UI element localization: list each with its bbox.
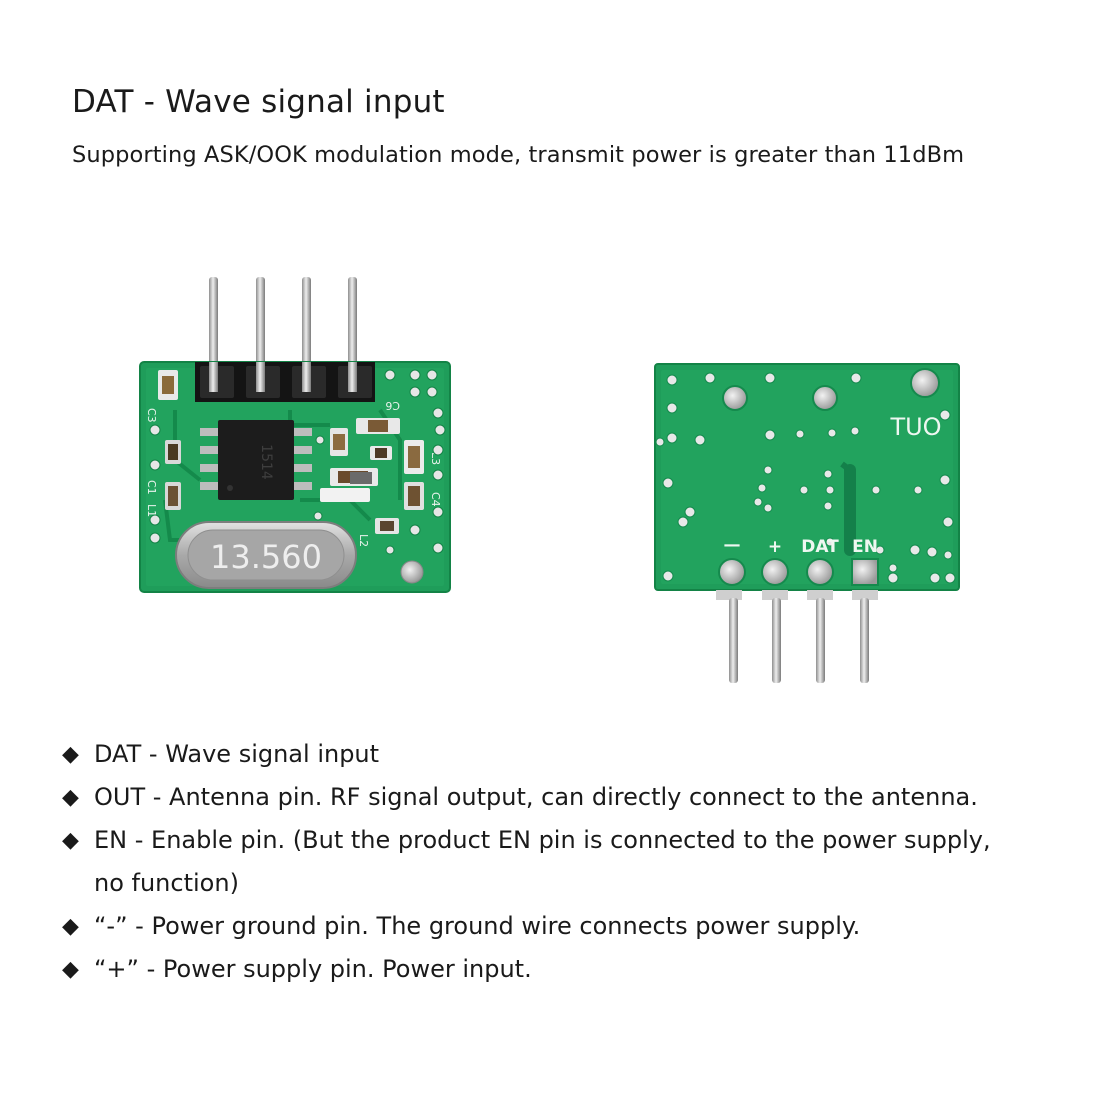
- list-item-text: OUT - Antenna pin. RF signal output, can…: [94, 783, 978, 811]
- list-item-text: DAT - Wave signal input: [94, 740, 380, 768]
- smd-components: [158, 370, 424, 534]
- list-item: ◆ DAT - Wave signal input: [60, 733, 1070, 776]
- pin-label-dat: DAT: [801, 537, 839, 557]
- diamond-bullet-icon: ◆: [62, 914, 79, 939]
- page-title: DAT - Wave signal input: [72, 84, 445, 120]
- silk-c3: C3: [145, 408, 158, 423]
- diamond-bullet-icon: ◆: [62, 785, 79, 810]
- pin-label-plus: +: [768, 537, 782, 557]
- list-item: ◆ “-” - Power ground pin. The ground wir…: [60, 905, 1070, 948]
- silk-l1: L1: [145, 504, 158, 517]
- product-photo: 1514: [139, 277, 960, 683]
- pin-description-list: ◆ DAT - Wave signal input ◆ OUT - Antenn…: [60, 733, 1070, 991]
- silk-c4: C4: [429, 492, 442, 507]
- list-item-text-continued: no function): [94, 869, 239, 897]
- rf-chip: 1514: [200, 420, 312, 500]
- back-header-pins: [716, 590, 878, 683]
- crystal-label: 13.560: [210, 538, 322, 576]
- list-item: ◆ OUT - Antenna pin. RF signal output, c…: [60, 776, 1070, 819]
- silk-l2: L2: [357, 534, 370, 547]
- list-item-text: “-” - Power ground pin. The ground wire …: [94, 912, 861, 940]
- diamond-bullet-icon: ◆: [62, 828, 79, 853]
- silk-c6: C6: [385, 399, 400, 412]
- list-item: ◆ EN - Enable pin. (But the product EN p…: [60, 819, 1070, 905]
- pin-label-en: EN: [852, 537, 878, 557]
- list-item-text: EN - Enable pin. (But the product EN pin…: [94, 826, 991, 854]
- front-header-pins: [209, 277, 357, 382]
- page-subtitle: Supporting ASK/OOK modulation mode, tran…: [72, 142, 965, 168]
- front-board: 1514: [139, 277, 451, 593]
- back-board: TUO — + DAT EN: [654, 363, 960, 683]
- crystal-oscillator: 13.560: [175, 521, 357, 589]
- diamond-bullet-icon: ◆: [62, 957, 79, 982]
- antenna-label: TUO: [889, 413, 941, 441]
- diamond-bullet-icon: ◆: [62, 742, 79, 767]
- silk-c1: C1: [145, 480, 158, 495]
- list-item-text: “+” - Power supply pin. Power input.: [94, 955, 532, 983]
- list-item: ◆ “+” - Power supply pin. Power input.: [60, 948, 1070, 991]
- product-figure: 1514: [0, 250, 1100, 700]
- pin-label-ground: —: [724, 535, 741, 555]
- chip-label: 1514: [258, 444, 274, 480]
